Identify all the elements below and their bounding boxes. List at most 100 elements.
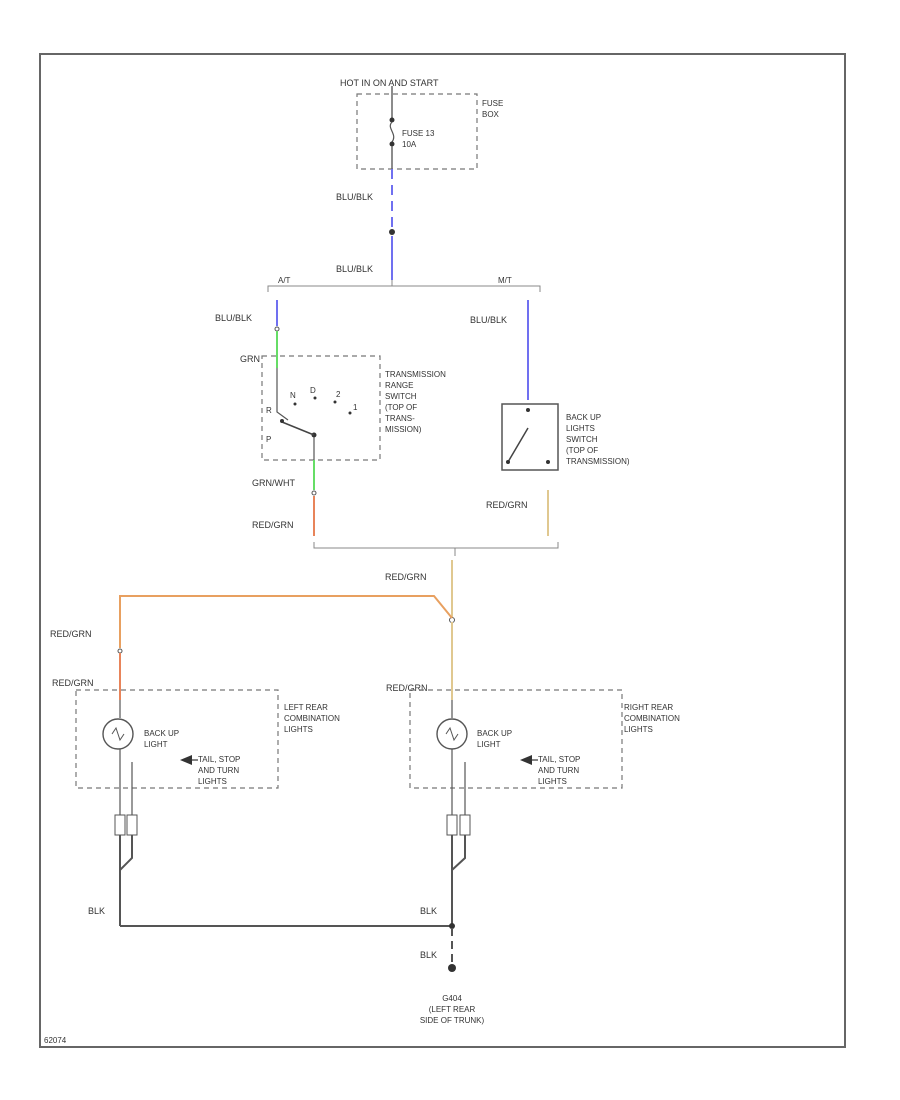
right-tail-arrow-icon xyxy=(520,755,532,765)
split-bracket-top xyxy=(267,285,541,292)
fuse-box-outline xyxy=(356,93,478,170)
fuse-label-1: FUSE 13 xyxy=(402,129,435,138)
ground-label-1: G404 xyxy=(442,994,462,1003)
fuse-box-label-2: BOX xyxy=(482,110,500,119)
trans-switch-label-5: TRANS- xyxy=(385,414,415,423)
fuse-element-icon xyxy=(389,121,395,143)
left-lights-label-3: LIGHTS xyxy=(284,725,313,734)
left-tail-arrow-icon xyxy=(180,755,192,765)
wire-label-grn-wht: GRN/WHT xyxy=(252,478,295,488)
wire-label-blk-2: BLK xyxy=(420,906,437,916)
left-connector-2 xyxy=(126,814,138,836)
trans-pos-d: D xyxy=(310,386,316,395)
wire-label-red-grn-3: RED/GRN xyxy=(385,572,427,582)
left-tail-light-3: LIGHTS xyxy=(198,777,227,786)
fuse-terminal-top xyxy=(389,117,395,123)
trans-switch-blade xyxy=(281,421,315,436)
trans-switch-label-3: SWITCH xyxy=(385,392,417,401)
trans-switch-label-6: MISSION) xyxy=(385,425,422,434)
fuse-label-2: 10A xyxy=(402,140,417,149)
backup-switch-contact-left xyxy=(506,460,510,464)
trans-switch-contact-1 xyxy=(348,411,352,415)
right-lights-label-1: RIGHT REAR xyxy=(624,703,673,712)
wire-label-red-grn-2: RED/GRN xyxy=(486,500,528,510)
wire-blk-left-2 xyxy=(119,835,133,871)
trans-pos-n: N xyxy=(290,391,296,400)
trans-pos-2: 2 xyxy=(336,390,341,399)
trans-range-switch-outline xyxy=(261,355,381,461)
ground-point-icon xyxy=(448,964,456,972)
diagram-frame xyxy=(39,53,846,1048)
trans-switch-input-lead xyxy=(276,368,289,421)
wire-label-blk-3: BLK xyxy=(420,950,437,960)
merge-bracket xyxy=(313,542,559,549)
left-backup-light-1: BACK UP xyxy=(144,729,179,738)
trans-switch-contact-d xyxy=(313,396,317,400)
right-tail-light-3: LIGHTS xyxy=(538,777,567,786)
backup-lights-switch-box xyxy=(501,403,559,471)
backup-switch-label-1: BACK UP xyxy=(566,413,601,422)
connector-left-lamp xyxy=(117,648,123,654)
wire-red-grn-left-run xyxy=(119,595,453,648)
right-connector-2 xyxy=(459,814,471,836)
left-tail-light-1: TAIL, STOP xyxy=(198,755,240,764)
fuse-box-label-1: FUSE xyxy=(482,99,503,108)
wire-label-red-grn-5: RED/GRN xyxy=(52,678,94,688)
label-at: A/T xyxy=(278,276,291,285)
trans-switch-label-1: TRANSMISSION xyxy=(385,370,446,379)
ground-label-3: SIDE OF TRUNK) xyxy=(420,1016,485,1025)
right-tail-light-2: AND TURN xyxy=(538,766,579,775)
wire-label-grn: GRN xyxy=(240,354,260,364)
wire-label-blu-blk-2: BLU/BLK xyxy=(336,264,373,274)
right-tail-light-1: TAIL, STOP xyxy=(538,755,580,764)
backup-switch-label-4: (TOP OF xyxy=(566,446,598,455)
ground-splice-dot xyxy=(449,923,455,929)
wire-label-blk-1: BLK xyxy=(88,906,105,916)
connector-at-top xyxy=(274,326,280,332)
left-lights-label-2: COMBINATION xyxy=(284,714,340,723)
left-combination-lights-outline xyxy=(75,689,279,789)
trans-pos-r: R xyxy=(266,406,272,415)
wire-label-blu-blk-at: BLU/BLK xyxy=(215,313,252,323)
right-lights-label-3: LIGHTS xyxy=(624,725,653,734)
splice-junction xyxy=(449,617,455,623)
wire-label-blu-blk-mt: BLU/BLK xyxy=(470,315,507,325)
connector-dot-top xyxy=(389,229,395,235)
backup-switch-label-5: TRANSMISSION) xyxy=(566,457,630,466)
wire-label-red-grn-1: RED/GRN xyxy=(252,520,294,530)
right-combination-lights-outline xyxy=(409,689,623,789)
wire-label-red-grn-4: RED/GRN xyxy=(50,629,92,639)
left-backup-light-2: LIGHT xyxy=(144,740,168,749)
backup-switch-label-3: SWITCH xyxy=(566,435,598,444)
trans-switch-label-4: (TOP OF xyxy=(385,403,417,412)
backup-switch-contact-top xyxy=(526,408,530,412)
backup-switch-blade xyxy=(507,427,529,463)
trans-pos-1: 1 xyxy=(353,403,358,412)
right-backup-light-1: BACK UP xyxy=(477,729,512,738)
right-backup-light-2: LIGHT xyxy=(477,740,501,749)
diagram-code: 62074 xyxy=(44,1036,67,1045)
wire-label-blu-blk-1: BLU/BLK xyxy=(336,192,373,202)
fuse-box-header: HOT IN ON AND START xyxy=(340,78,439,88)
backup-switch-contact-right xyxy=(546,460,550,464)
label-mt: M/T xyxy=(498,276,512,285)
right-lights-label-2: COMBINATION xyxy=(624,714,680,723)
wire-label-red-grn-6: RED/GRN xyxy=(386,683,428,693)
ground-label-2: (LEFT REAR xyxy=(429,1005,476,1014)
left-backup-bulb-filament xyxy=(111,726,125,742)
right-backup-bulb-filament xyxy=(445,726,459,742)
wire-blk-right-2 xyxy=(451,835,466,871)
trans-switch-contact-r xyxy=(280,419,284,423)
trans-switch-contact-2 xyxy=(333,400,337,404)
trans-switch-label-2: RANGE xyxy=(385,381,413,390)
left-lights-label-1: LEFT REAR xyxy=(284,703,328,712)
fuse-terminal-bottom xyxy=(389,141,395,147)
left-connector-1 xyxy=(114,814,126,836)
connector-at-bottom xyxy=(311,490,317,496)
trans-pos-p: P xyxy=(266,435,271,444)
right-connector-1 xyxy=(446,814,458,836)
trans-switch-contact-n xyxy=(293,402,297,406)
left-tail-light-2: AND TURN xyxy=(198,766,239,775)
backup-switch-label-2: LIGHTS xyxy=(566,424,595,433)
